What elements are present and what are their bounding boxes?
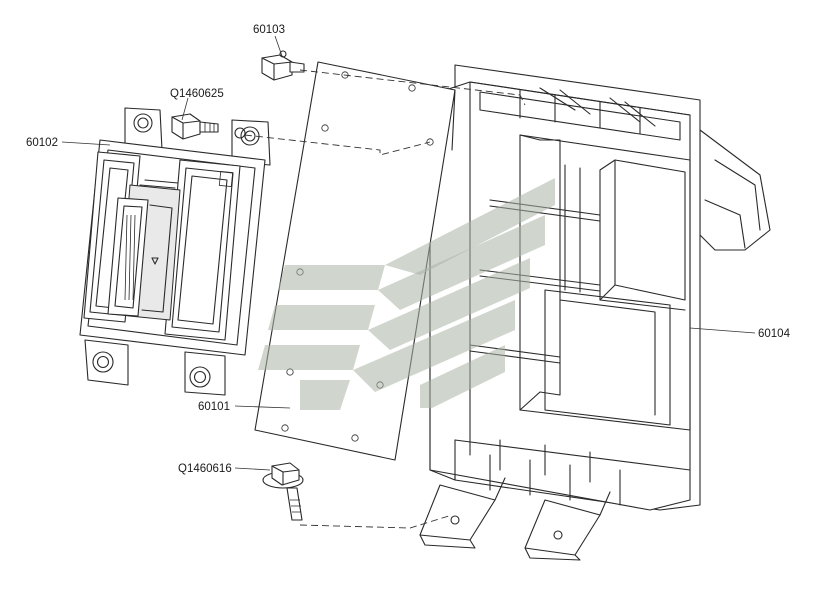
callout-60103: 60103 — [253, 24, 285, 36]
bolt-Q1460616 — [262, 462, 304, 521]
callout-Q1460625: Q1460625 — [170, 88, 224, 100]
screw-60103 — [261, 50, 305, 81]
leader-lines — [61, 35, 756, 471]
screw-Q1460625 — [171, 113, 246, 140]
assembly-lines — [244, 69, 526, 529]
callout-60101: 60101 — [198, 401, 230, 413]
callout-60102: 60102 — [26, 137, 58, 149]
callout-60104: 60104 — [758, 328, 791, 340]
ecu-module — [79, 107, 271, 396]
bracket-housing — [419, 64, 771, 561]
watermark-logo — [258, 178, 555, 410]
callout-Q1460616: Q1460616 — [178, 463, 232, 475]
